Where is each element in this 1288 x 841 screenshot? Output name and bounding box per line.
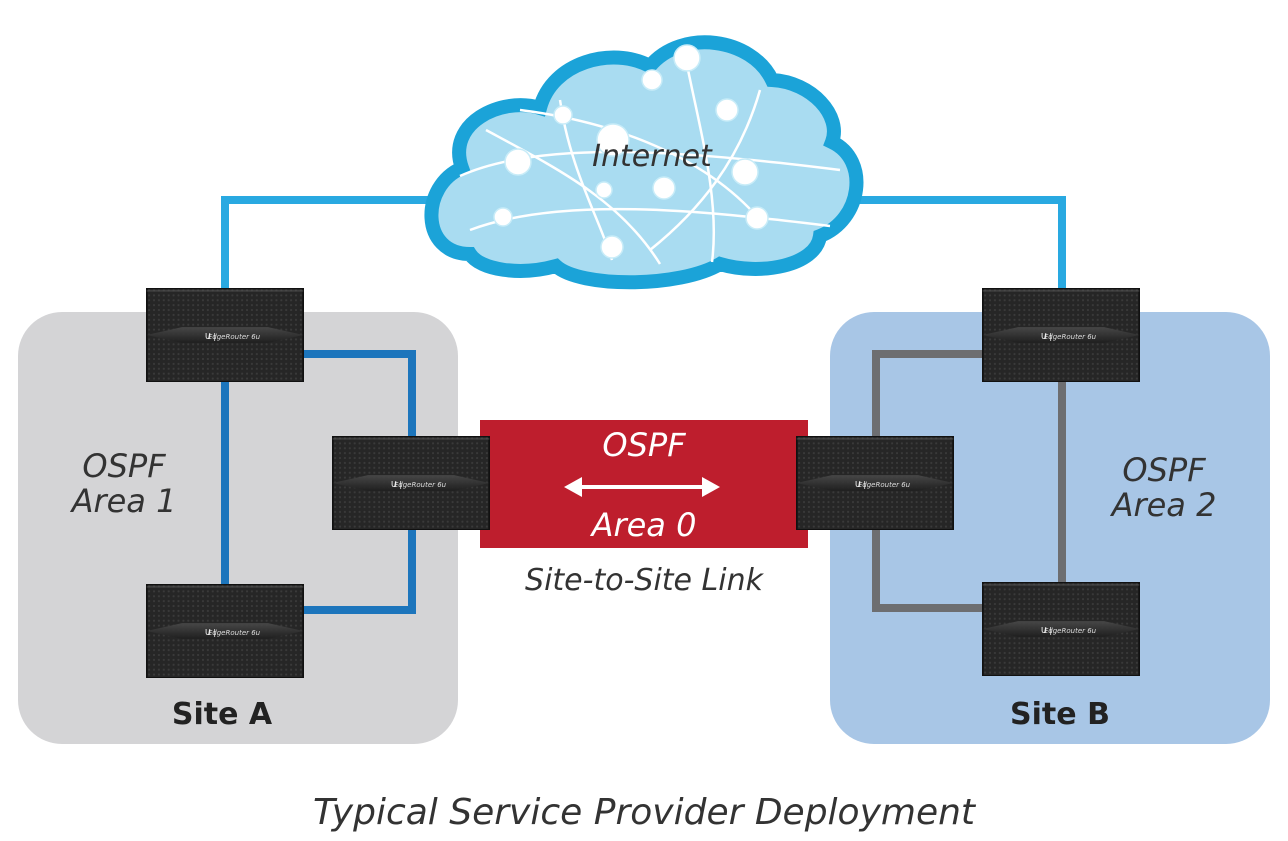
- router-logo-icon: U |: [391, 480, 402, 489]
- router-model-label: EdgeRouter 6u: [208, 333, 261, 341]
- router-model-label: EdgeRouter 6u: [394, 481, 447, 489]
- site-a-name: Site A: [172, 697, 273, 732]
- internet-cloud: [424, 35, 864, 290]
- bidirectional-arrow-icon: [564, 477, 720, 497]
- site-b-links: [872, 350, 1066, 612]
- site-a-links: [221, 350, 416, 614]
- router-site-b-edge[interactable]: EdgeRouter 6u U |: [796, 436, 954, 530]
- site-a-area-line1: OSPF: [82, 447, 166, 485]
- site-a-zone: [18, 312, 458, 744]
- wan-link-site-b: [840, 196, 1066, 292]
- router-logo-icon: U |: [205, 628, 216, 637]
- site-a-area-line2: Area 1: [70, 482, 177, 520]
- site-b-area-line2: Area 2: [1110, 486, 1217, 524]
- router-logo-icon: U |: [1041, 626, 1052, 635]
- diagram-caption: Typical Service Provider Deployment: [313, 792, 977, 833]
- router-site-a-bottom[interactable]: EdgeRouter 6u U |: [146, 584, 304, 678]
- site-to-site-caption: Site-to-Site Link: [525, 563, 765, 598]
- site-b-zone: [830, 312, 1270, 744]
- site-b-name: Site B: [1010, 697, 1110, 732]
- router-site-b-top[interactable]: EdgeRouter 6u U |: [982, 288, 1140, 382]
- router-logo-icon: U |: [1041, 332, 1052, 341]
- router-logo-icon: U |: [205, 332, 216, 341]
- area0-link-box: [480, 420, 808, 548]
- internet-label: Internet: [592, 139, 713, 174]
- router-model-label: EdgeRouter 6u: [1044, 627, 1097, 635]
- router-logo-icon: U |: [855, 480, 866, 489]
- site-b-area-line1: OSPF: [1122, 451, 1206, 489]
- area0-protocol-label: OSPF: [602, 426, 686, 464]
- router-model-label: EdgeRouter 6u: [208, 629, 261, 637]
- area0-area-label: Area 0: [590, 506, 697, 544]
- router-site-a-top[interactable]: EdgeRouter 6u U |: [146, 288, 304, 382]
- router-model-label: EdgeRouter 6u: [858, 481, 911, 489]
- router-model-label: EdgeRouter 6u: [1044, 333, 1097, 341]
- router-site-b-bottom[interactable]: EdgeRouter 6u U |: [982, 582, 1140, 676]
- wan-link-site-a: [221, 196, 460, 292]
- router-site-a-edge[interactable]: EdgeRouter 6u U |: [332, 436, 490, 530]
